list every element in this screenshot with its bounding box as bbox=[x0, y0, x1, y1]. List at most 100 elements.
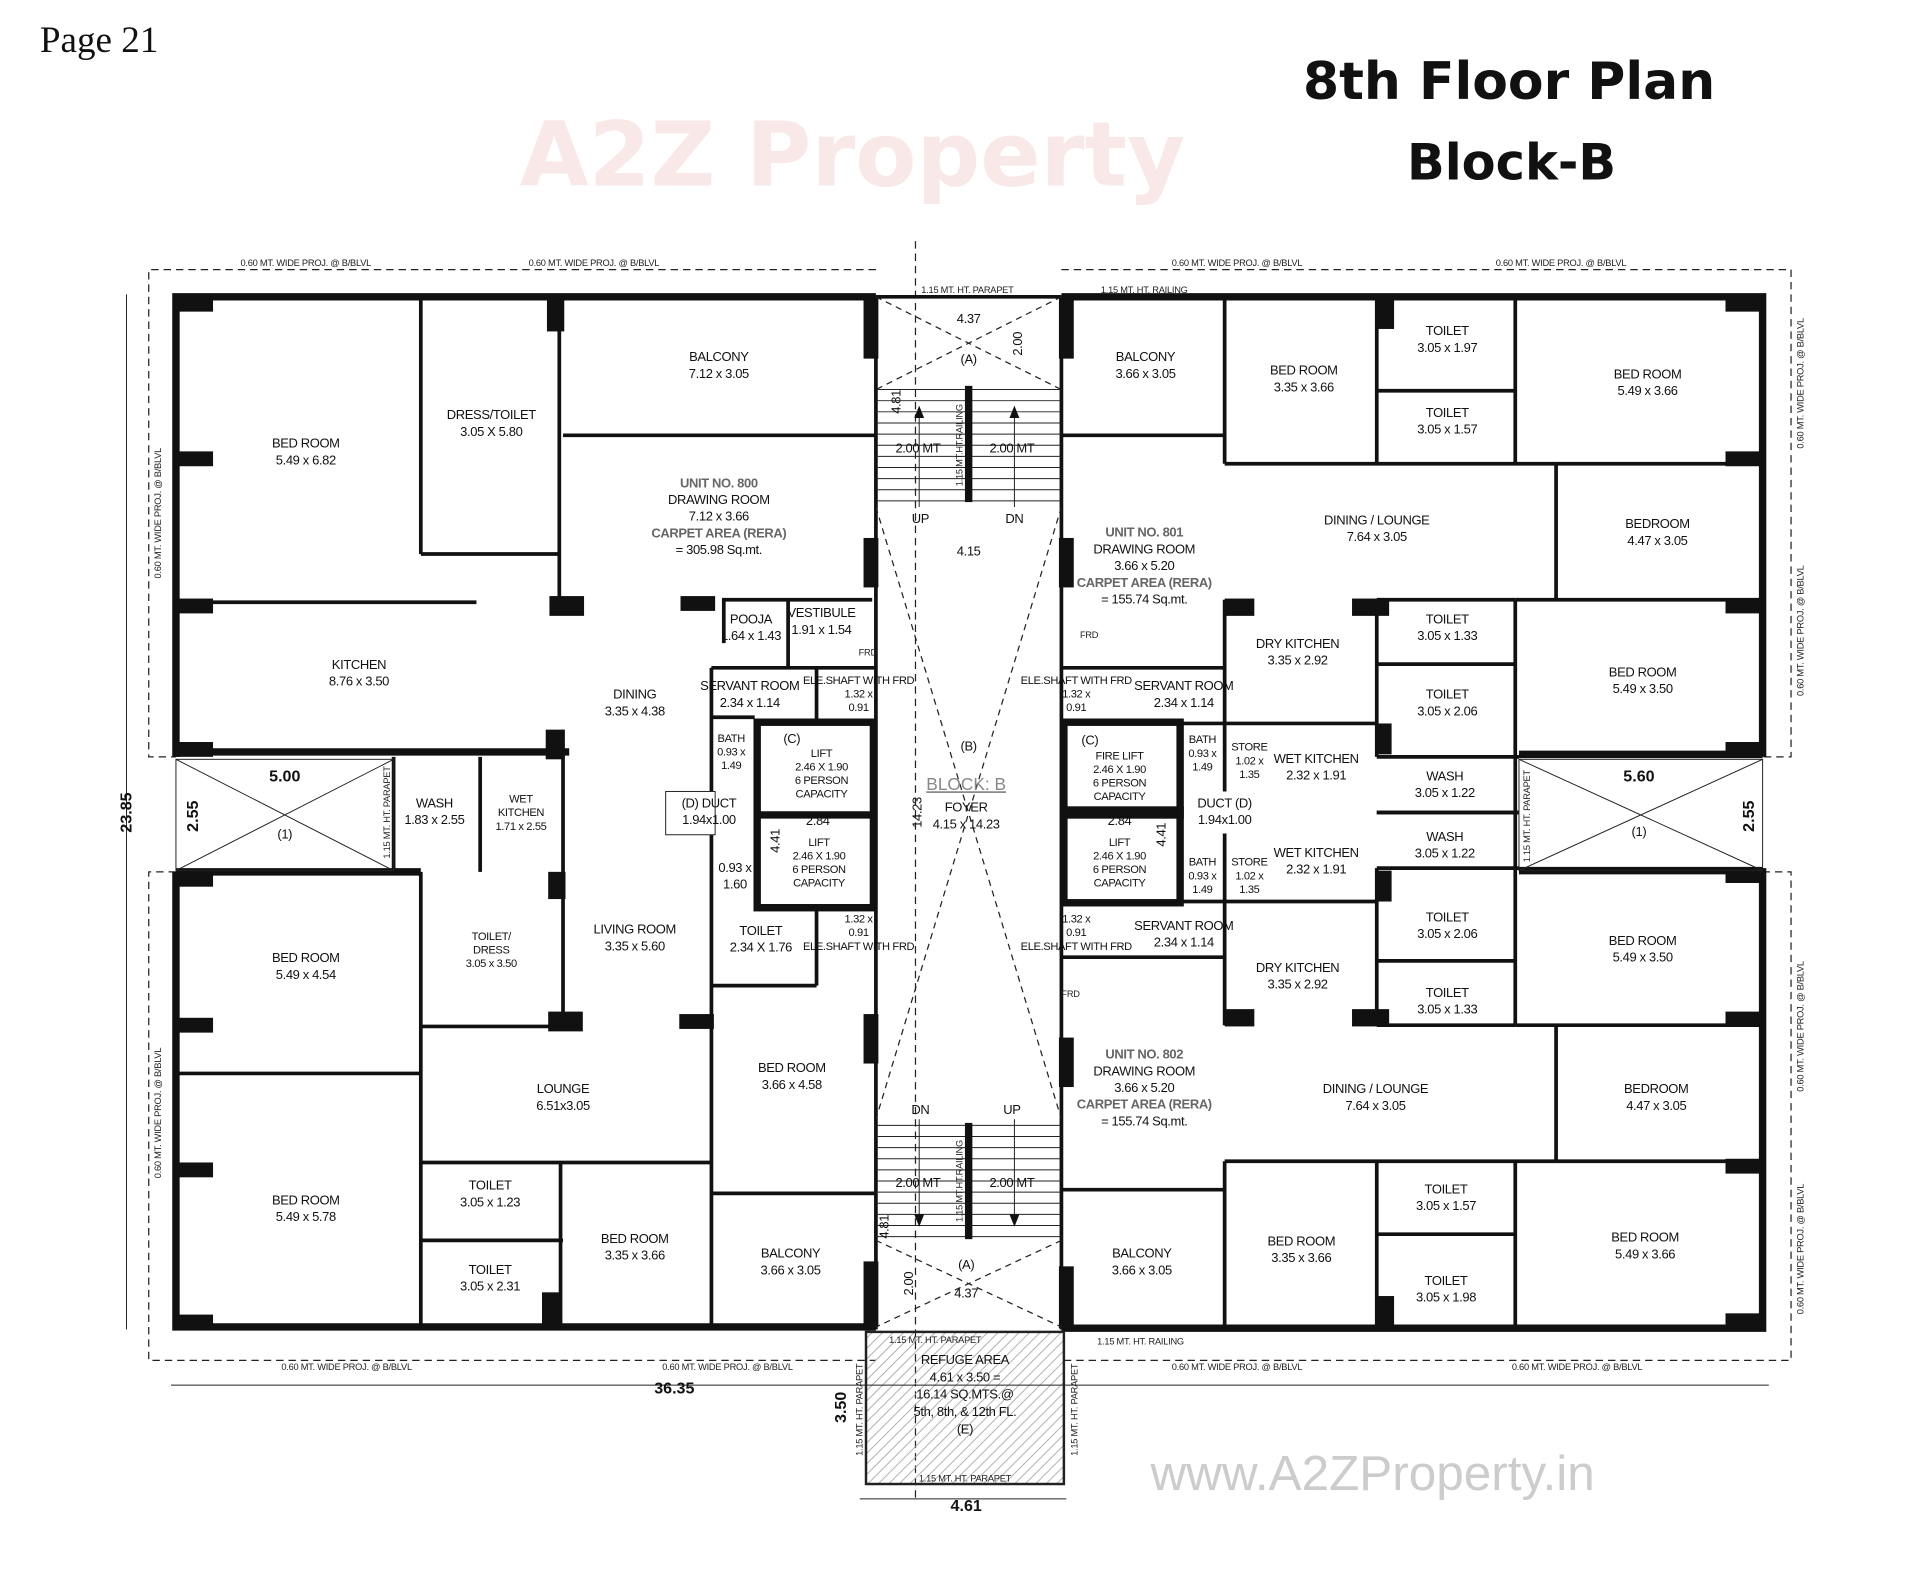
room-label-line: 1.49 bbox=[1192, 884, 1212, 896]
room-label-line: WASH bbox=[1426, 829, 1463, 844]
room-label-line: LOUNGE bbox=[537, 1081, 590, 1096]
room-label-line: 2.32 x 1.91 bbox=[1286, 768, 1346, 783]
room-label-line: 3.66 x 5.20 bbox=[1114, 1080, 1174, 1095]
room-label-line: CAPACITY bbox=[796, 789, 849, 801]
svg-text:3.50: 3.50 bbox=[832, 1392, 850, 1423]
right-unit-walls bbox=[1058, 293, 1767, 819]
room-label-line: 1.02 x bbox=[1235, 870, 1264, 882]
room-label-line: BATH bbox=[1189, 857, 1217, 869]
svg-text:1.15 MT. HT. PARAPET: 1.15 MT. HT. PARAPET bbox=[889, 1335, 982, 1345]
room-label-line: TOILET bbox=[1426, 909, 1469, 924]
room-label-line: 1.32 x bbox=[1062, 914, 1091, 926]
room-label-line: WASH bbox=[1426, 768, 1463, 783]
room-label-line: 2.34 x 1.14 bbox=[1154, 935, 1214, 950]
room-label-line: SERVANT ROOM bbox=[1134, 678, 1233, 693]
room-label-line: 5.49 x 3.50 bbox=[1613, 681, 1673, 696]
room-label-line: LIFT bbox=[1109, 837, 1131, 849]
svg-text:2.00 MT: 2.00 MT bbox=[895, 1175, 940, 1190]
room-label-line: BED ROOM bbox=[601, 1231, 669, 1246]
room-label-line: 4.47 x 3.05 bbox=[1626, 1098, 1686, 1113]
room-label-line: BED ROOM bbox=[1609, 933, 1677, 948]
svg-text:2.00 MT: 2.00 MT bbox=[895, 441, 940, 456]
svg-text:1.15 MT.HT.RAILING: 1.15 MT.HT.RAILING bbox=[954, 404, 964, 486]
svg-text:(1): (1) bbox=[1632, 824, 1647, 839]
room-label-line: 3.35 x 2.92 bbox=[1268, 653, 1328, 668]
room-label-line: 2.46 X 1.90 bbox=[793, 850, 846, 862]
svg-text:23.85: 23.85 bbox=[117, 792, 135, 832]
overall-dimensions: 23.85 36.35 4.61 3.50 bbox=[117, 294, 1769, 1515]
svg-text:2.00: 2.00 bbox=[1010, 332, 1025, 356]
room-label-line: 1.64 x 1.43 bbox=[721, 628, 781, 643]
room-label-line: 3.66 x 3.05 bbox=[761, 1262, 821, 1277]
room-label-line: 1.49 bbox=[1192, 761, 1212, 773]
core-top-width: 4.37 bbox=[957, 311, 981, 326]
room-label-line: 3.05 x 1.97 bbox=[1417, 340, 1477, 355]
staircase-bottom bbox=[875, 1119, 1062, 1240]
room-label-line: 3.05 x 1.23 bbox=[460, 1194, 520, 1209]
svg-text:1.15 MT. HT. PARAPET: 1.15 MT. HT. PARAPET bbox=[921, 285, 1014, 295]
room-label-line: 3.35 x 5.60 bbox=[605, 938, 665, 953]
room-label-line: 1.32 x bbox=[1062, 688, 1091, 700]
svg-text:0.60 MT. WIDE PROJ. @ B/BLVL: 0.60 MT. WIDE PROJ. @ B/BLVL bbox=[1795, 961, 1805, 1092]
svg-text:2.84: 2.84 bbox=[1108, 813, 1132, 828]
svg-text:(E): (E) bbox=[957, 1421, 973, 1436]
svg-text:4.41: 4.41 bbox=[767, 829, 782, 853]
room-label-line: BED ROOM bbox=[1267, 1233, 1335, 1248]
room-label-line: 7.64 x 3.05 bbox=[1347, 529, 1407, 544]
svg-text:4.81: 4.81 bbox=[889, 390, 904, 414]
room-label-line: 0.93 x bbox=[717, 747, 746, 759]
room-label-line: TOILET/ bbox=[472, 931, 513, 943]
room-label-line: 0.91 bbox=[1066, 927, 1086, 939]
room-label-line: DRY KITCHEN bbox=[1256, 960, 1339, 975]
svg-text:0.60 MT. WIDE PROJ. @ B/BLVL: 0.60 MT. WIDE PROJ. @ B/BLVL bbox=[1172, 1362, 1303, 1372]
room-label-line: 3.05 X 5.80 bbox=[460, 424, 522, 439]
room-label-line: LIFT bbox=[811, 748, 833, 760]
projection-outline bbox=[148, 241, 1792, 1503]
projection-labels: 0.60 MT. WIDE PROJ. @ B/BLVL 0.60 MT. WI… bbox=[153, 258, 1805, 1372]
svg-text:DN: DN bbox=[911, 1102, 929, 1117]
room-label-line: 3.35 x 3.66 bbox=[1271, 1250, 1331, 1265]
svg-text:FRD: FRD bbox=[1080, 630, 1099, 640]
room-label-line: BED ROOM bbox=[1611, 1230, 1679, 1245]
room-label: DRY KITCHEN 3.35 x 2.92 bbox=[1256, 636, 1339, 668]
room-label-line: 3.66 x 5.20 bbox=[1114, 558, 1174, 573]
room-label-line: TOILET bbox=[469, 1262, 512, 1277]
room-label-line: TOILET bbox=[1426, 611, 1469, 626]
room-label-line: ELE.SHAFT WITH FRD bbox=[1021, 675, 1133, 687]
room-label-line: ELE.SHAFT WITH FRD bbox=[1021, 941, 1133, 953]
room-label-line: 3.66 x 4.58 bbox=[762, 1077, 822, 1092]
room-label-line: DRY KITCHEN bbox=[1256, 636, 1339, 651]
room-label-line: STORE bbox=[1231, 742, 1267, 754]
svg-text:5th, 8th, & 12th FL.: 5th, 8th, & 12th FL. bbox=[914, 1404, 1017, 1419]
lobby-width: 4.15 bbox=[957, 543, 981, 558]
svg-text:14.23: 14.23 bbox=[910, 797, 925, 828]
block-label: BLOCK: B bbox=[926, 774, 1006, 794]
room-label-line: 6 PERSON bbox=[792, 864, 846, 876]
svg-text:2.00 MT: 2.00 MT bbox=[989, 1175, 1034, 1190]
svg-text:2.00 MT: 2.00 MT bbox=[989, 441, 1034, 456]
svg-text:(1): (1) bbox=[277, 826, 292, 841]
room-label-line: DINING / LOUNGE bbox=[1323, 1081, 1429, 1096]
svg-text:0.60 MT. WIDE PROJ. @ B/BLVL: 0.60 MT. WIDE PROJ. @ B/BLVL bbox=[1496, 258, 1627, 268]
room-label-line: 6 PERSON bbox=[1093, 864, 1147, 876]
left-cutout: 5.00 2.55 (1) 1.15 MT. HT. PARAPET bbox=[175, 758, 395, 872]
room-label-line: BED ROOM bbox=[272, 436, 340, 451]
room-label-line: 7.12 x 3.05 bbox=[689, 366, 749, 381]
central-core: 1.15 MT. HT. PARAPET bbox=[767, 285, 1168, 1330]
room-label-line: BED ROOM bbox=[1270, 363, 1338, 378]
